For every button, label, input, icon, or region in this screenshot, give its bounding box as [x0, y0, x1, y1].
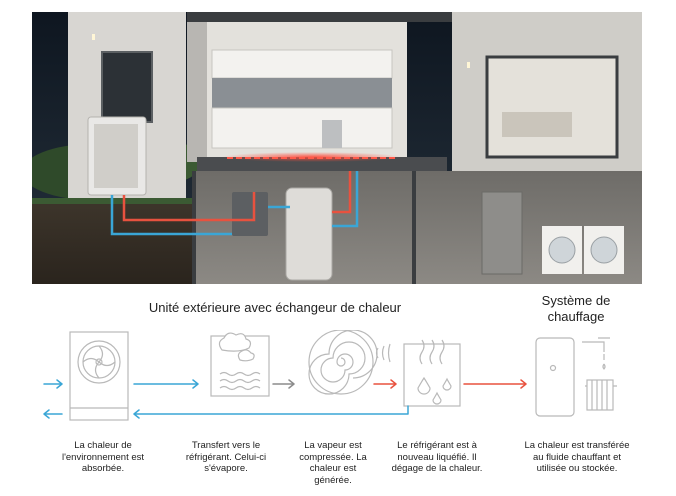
stage-caption-3: La vapeur est compressée. La chaleur est… — [299, 440, 367, 486]
house-cross-section-illustration — [32, 12, 642, 284]
outdoor-unit-heading: Unité extérieure avec échangeur de chale… — [148, 300, 402, 315]
outdoor-heat-pump-unit-icon — [69, 331, 129, 421]
stage-caption-1: La chaleur de l'environnement est absorb… — [61, 440, 145, 474]
stage-caption-4: Le réfrigérant est à nouveau liquéfié. I… — [391, 440, 483, 474]
heat-pump-process-diagram — [43, 330, 617, 421]
evaporator-icon — [210, 332, 270, 397]
heating-system-heading: Système de chauffage — [541, 293, 611, 324]
compressor-icon — [308, 330, 391, 395]
stage-caption-2: Transfert vers le réfrigérant. Celui-ci … — [185, 440, 267, 474]
stage-caption-5: La chaleur est transférée au fluide chau… — [524, 440, 630, 474]
heating-system-icon — [535, 337, 617, 417]
condenser-icon — [403, 339, 461, 407]
